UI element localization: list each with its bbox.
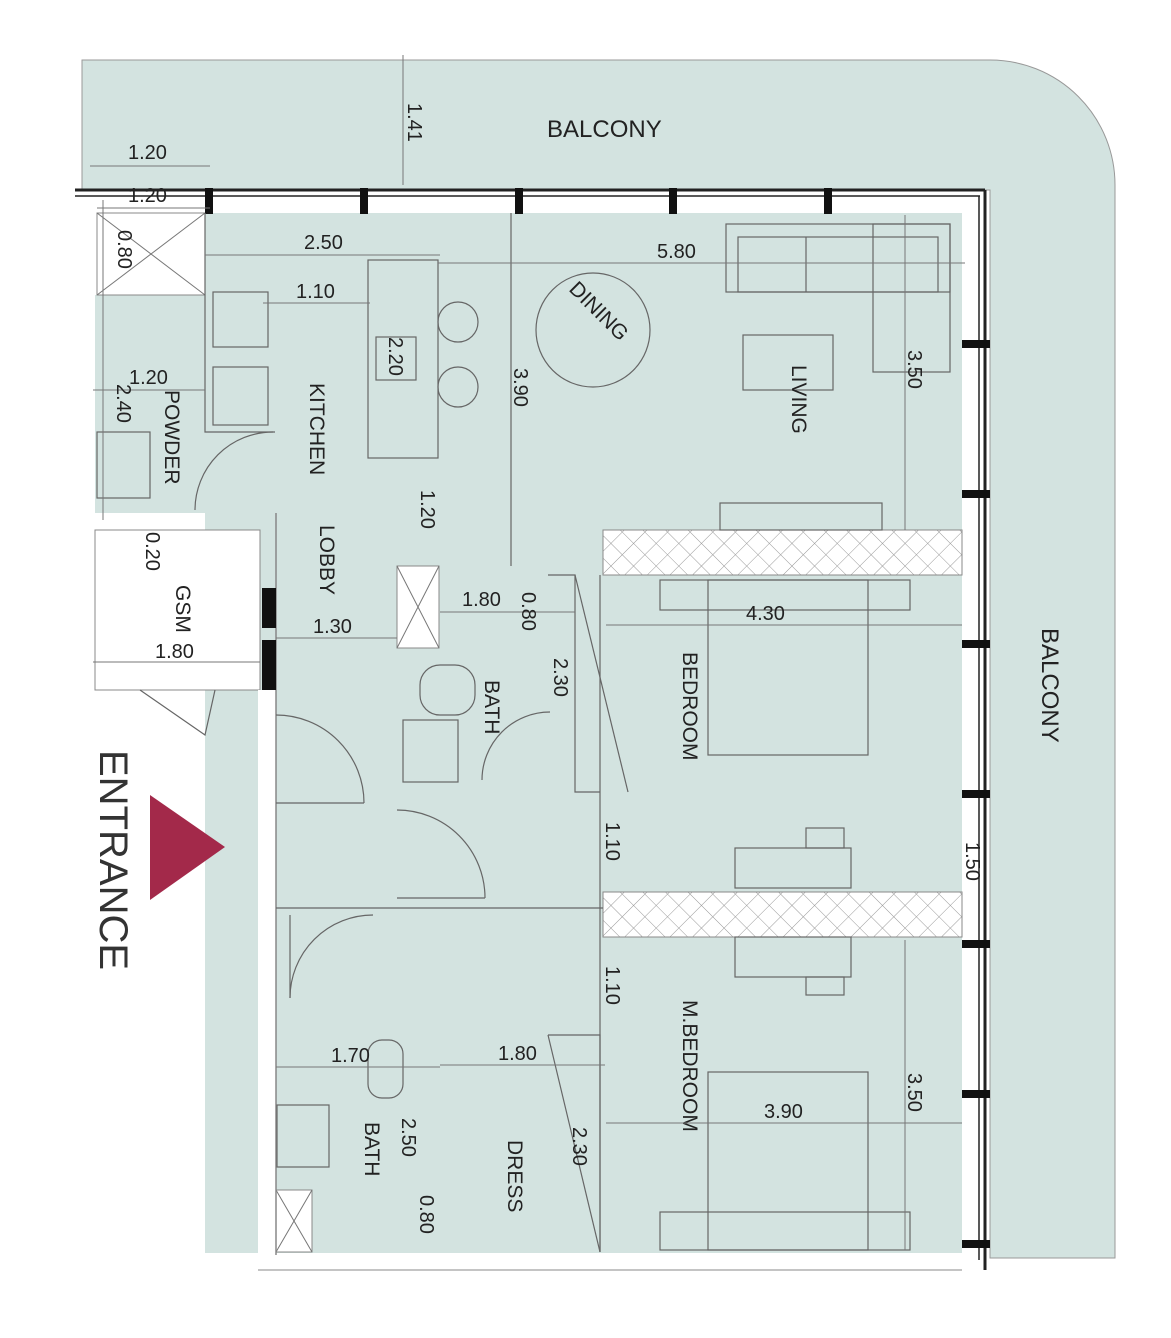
dim-kitchen-counter: 1.10 [296,281,335,303]
dim-balcony-top-width: 1.20 [128,142,167,164]
dim-bath2-shaft: 0.80 [415,1195,437,1234]
room-label-balcony-right: BALCONY [1036,628,1063,743]
room-label-dress: DRESS [503,1140,526,1212]
dim-corridor-1: 1.10 [601,822,623,861]
dim-bath2-width: 1.70 [331,1045,370,1067]
dim-bath-height: 2.30 [549,658,571,697]
dim-shaft-height: 0.80 [113,230,135,269]
dim-corridor-2: 1.10 [601,966,623,1005]
room-label-bedroom: BEDROOM [678,652,701,761]
room-label-balcony-top: BALCONY [547,116,662,143]
dim-lobby-width: 1.30 [313,616,352,638]
room-label-bath-2: BATH [360,1122,383,1176]
dim-bedroom-width: 4.30 [746,603,785,625]
dimension-labels: 1.20 1.41 1.20 0.80 2.50 5.80 1.10 2.20 … [112,103,983,1234]
dimension-lines [90,55,965,1250]
dim-bath2-height: 2.50 [397,1118,419,1157]
dim-mbedroom-width: 3.90 [764,1101,803,1123]
hatched-wall-bedrooms [602,891,963,938]
room-label-bath: BATH [480,680,503,734]
room-label-mbedroom: M.BEDROOM [678,1000,701,1132]
dim-bath-width: 1.80 [462,589,501,611]
room-label-lobby: LOBBY [315,525,338,595]
dim-mbedroom-height: 3.50 [903,1073,925,1112]
dim-dress-width: 1.80 [498,1043,537,1065]
dim-dress-height: 2.30 [568,1127,590,1166]
dim-living-height: 3.50 [903,350,925,389]
dim-gsm-width: 1.80 [155,641,194,663]
entrance-gap [258,690,276,1270]
gsm-room [94,529,261,691]
room-label-powder: POWDER [160,390,183,485]
dim-dining-height: 3.90 [509,368,531,407]
dim-bath-shaft: 0.80 [517,592,539,631]
dim-balcony-right-width: 1.50 [961,842,983,881]
hatched-wall-living-bedroom [602,529,963,576]
entrance-arrow-icon [150,795,225,900]
structural-columns [205,188,990,1248]
entrance-label: ENTRANCE [91,750,135,970]
room-label-living: LIVING [787,365,810,434]
dim-gsm-gap: 0.20 [141,532,163,571]
room-label-gsm: GSM [171,585,194,633]
dim-wall-width: 1.20 [128,185,167,207]
dim-island: 2.20 [384,337,406,376]
dim-powder-width: 1.20 [129,367,168,389]
dim-powder-height: 2.40 [112,384,134,423]
dim-kitchen-gap: 1.20 [416,490,438,529]
dim-kitchen-width: 2.50 [304,232,343,254]
balcony-area [81,59,1116,1259]
room-label-kitchen: KITCHEN [305,383,328,475]
dim-balcony-depth: 1.41 [403,103,425,142]
furniture [96,213,951,1253]
dim-living-width: 5.80 [657,241,696,263]
